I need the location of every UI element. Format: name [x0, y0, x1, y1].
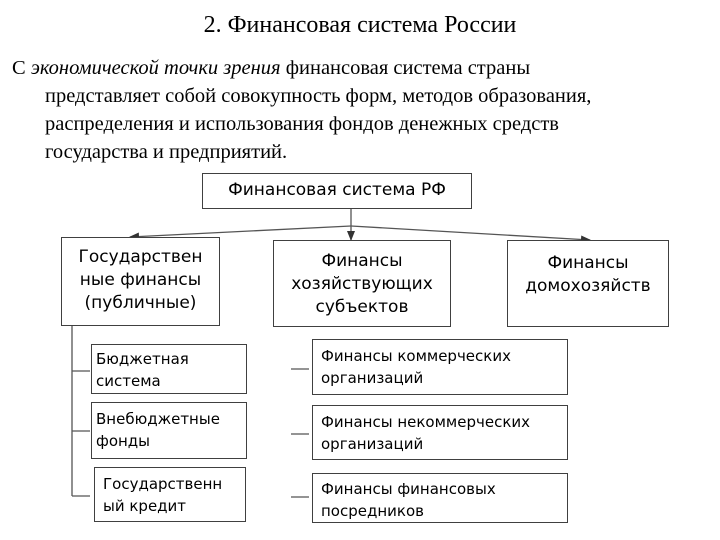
branch-label-line: хозяйствующих: [291, 274, 433, 294]
child-label-line: фонды: [96, 432, 151, 450]
child-box-budget-system: Бюджетная система: [91, 344, 247, 394]
child-label-line: Государственн: [103, 475, 223, 493]
child-label-line: Финансы некоммерческих: [321, 413, 531, 431]
child-label-line: система: [96, 372, 161, 390]
root-label: Финансовая система РФ: [228, 180, 446, 200]
arrow-to-household-finance: [350, 225, 591, 244]
branch-box-household-finance: Финансы домохозяйств: [507, 240, 669, 327]
root-box: Финансовая система РФ: [202, 173, 472, 209]
child-box-state-credit: Государственн ый кредит: [94, 467, 246, 522]
child-box-extrabudgetary-funds: Внебюджетные фонды: [91, 402, 247, 459]
branch-box-state-finance: Государствен ные финансы (публичные): [61, 237, 220, 326]
branch-label-line: (публичные): [84, 293, 197, 313]
branch-label-line: Финансы: [547, 253, 629, 273]
child-box-financial-intermediaries: Финансы финансовых посредников: [312, 473, 568, 523]
branch-label-line: Финансы: [321, 251, 403, 271]
branch-label-line: Государствен: [78, 247, 203, 267]
child-label-line: Финансы коммерческих: [321, 347, 511, 365]
child-label-line: посредников: [321, 502, 424, 520]
child-box-commercial-orgs: Финансы коммерческих организаций: [312, 339, 568, 395]
intro-line-1-rest: финансовая система страны: [280, 57, 531, 79]
intro-prefix: С: [12, 57, 31, 79]
page-title: 2. Финансовая система России: [203, 12, 517, 38]
child-label-line: Финансы финансовых: [321, 480, 496, 498]
child-label-line: организаций: [321, 369, 424, 387]
intro-line-4: государства и предприятий.: [45, 141, 288, 163]
intro-line-3: распределения и использования фондов ден…: [45, 113, 559, 135]
intro-line-2: представляет собой совокупность форм, ме…: [45, 85, 592, 107]
branch-label-line: домохозяйств: [525, 276, 651, 296]
child-label-line: организаций: [321, 435, 424, 453]
intro-line-1: С экономической точки зрения финансовая …: [12, 54, 712, 82]
child-label-line: ый кредит: [103, 497, 187, 515]
branch-label-line: ные финансы: [79, 270, 202, 290]
child-label-line: Бюджетная: [96, 350, 189, 368]
intro-italic-phrase: экономической точки зрения: [30, 57, 281, 79]
branch-label-line: субъектов: [315, 297, 409, 317]
arrow-to-state-finance: [129, 225, 352, 241]
child-box-noncommercial-orgs: Финансы некоммерческих организаций: [312, 405, 568, 460]
intro-paragraph: С экономической точки зрения финансовая …: [12, 54, 712, 166]
child-label-line: Внебюджетные: [96, 410, 220, 428]
branch-box-business-finance: Финансы хозяйствующих субъектов: [273, 240, 451, 327]
